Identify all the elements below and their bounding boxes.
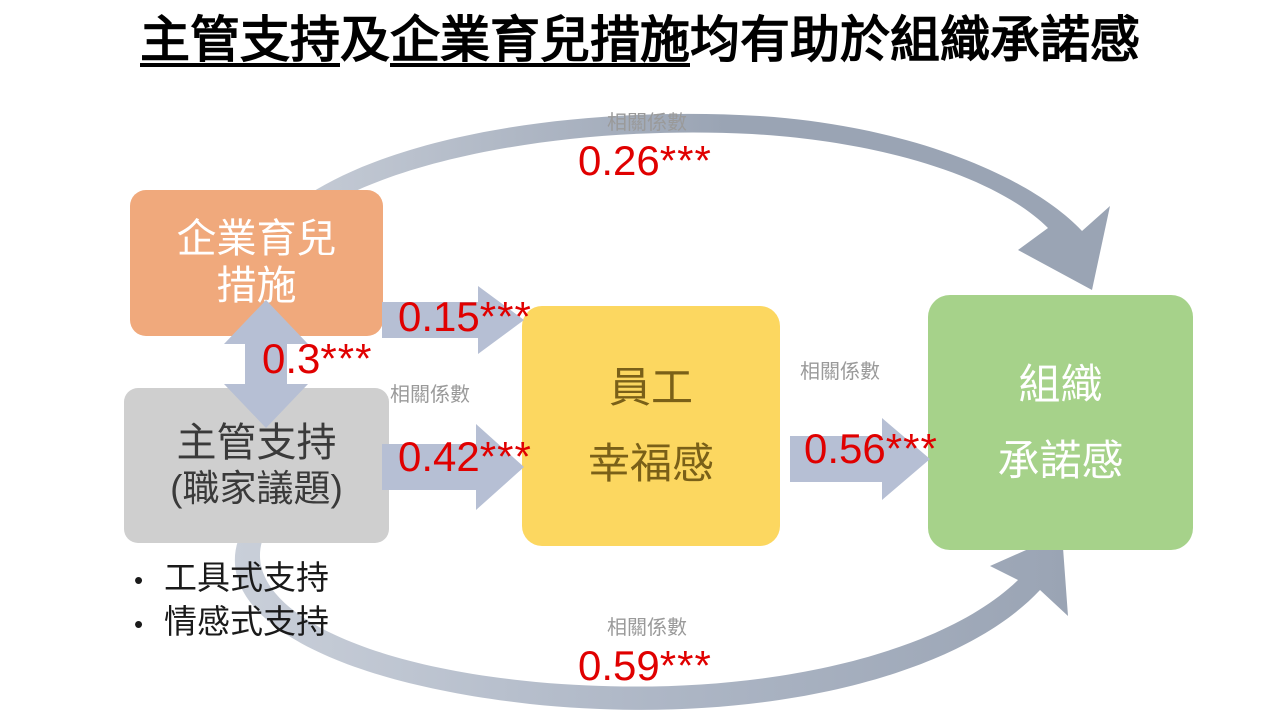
caption-bottom-arc: 相關係數 [607, 617, 687, 639]
title-segment-rest: 均有助於組織承諾感 [690, 12, 1140, 68]
node-support-line2: (職家議題) [170, 468, 343, 510]
coefficient-policy-commitment: 0.26*** [578, 140, 712, 182]
coefficient-policy-wellbeing: 0.15*** [398, 296, 532, 338]
coefficient-stars: *** [479, 433, 532, 480]
arrow-policy-support-bidirectional [216, 300, 316, 428]
coefficient-support-wellbeing: 0.42*** [398, 436, 532, 478]
coefficient-policy-support: 0.3*** [262, 338, 372, 380]
coefficient-value: 0.42 [398, 433, 480, 480]
coefficient-stars: *** [659, 642, 712, 689]
node-wellbeing-line2: 幸福感 [587, 440, 714, 487]
coefficient-stars: *** [320, 335, 373, 382]
arrow-support-to-wellbeing [382, 424, 524, 510]
node-commitment-line1: 組織 [1018, 360, 1103, 408]
coefficient-stars: *** [885, 425, 938, 472]
coefficient-support-commitment: 0.59*** [578, 645, 712, 687]
title-segment-support: 主管支持 [140, 12, 340, 68]
node-policy-line1: 企業育兒 [176, 216, 337, 261]
list-item: • 工具式支持 [134, 556, 329, 600]
node-supervisor-support[interactable]: 主管支持 (職家議題) [124, 388, 389, 543]
node-wellbeing-line1: 員工 [608, 364, 693, 412]
title-segment-policy: 企業育兒措施 [390, 12, 690, 68]
node-employee-wellbeing[interactable]: 員工 幸福感 [522, 306, 780, 546]
bullet-icon: • [134, 565, 144, 595]
coefficient-value: 0.56 [804, 425, 886, 472]
coefficient-wellbeing-commitment: 0.56*** [804, 428, 938, 470]
coefficient-stars: *** [479, 293, 532, 340]
arrow-wellbeing-to-commitment [790, 418, 930, 500]
caption-left-middle: 相關係數 [390, 384, 470, 406]
arrow-policy-to-wellbeing [382, 286, 524, 354]
coefficient-value: 0.15 [398, 293, 480, 340]
support-type-list: • 工具式支持 • 情感式支持 [134, 556, 329, 644]
coefficient-value: 0.3 [262, 335, 321, 382]
bullet-icon: • [134, 609, 144, 640]
title-segment-and: 及 [340, 12, 390, 68]
caption-top-arc: 相關係數 [607, 112, 687, 134]
node-organizational-commitment[interactable]: 組織 承諾感 [928, 295, 1193, 550]
coefficient-stars: *** [659, 137, 712, 184]
page-title: 主管支持及企業育兒措施均有助於組織承諾感 [0, 12, 1280, 70]
list-item: • 情感式支持 [134, 600, 329, 644]
coefficient-value: 0.26 [578, 137, 660, 184]
list-item-label: 工具式支持 [164, 559, 329, 596]
node-policy-line2: 措施 [216, 264, 297, 308]
list-item-label: 情感式支持 [164, 603, 329, 641]
node-support-line1: 主管支持 [176, 421, 337, 466]
coefficient-value: 0.59 [578, 642, 660, 689]
caption-right-middle: 相關係數 [800, 361, 880, 383]
node-commitment-line2: 承諾感 [997, 436, 1124, 484]
